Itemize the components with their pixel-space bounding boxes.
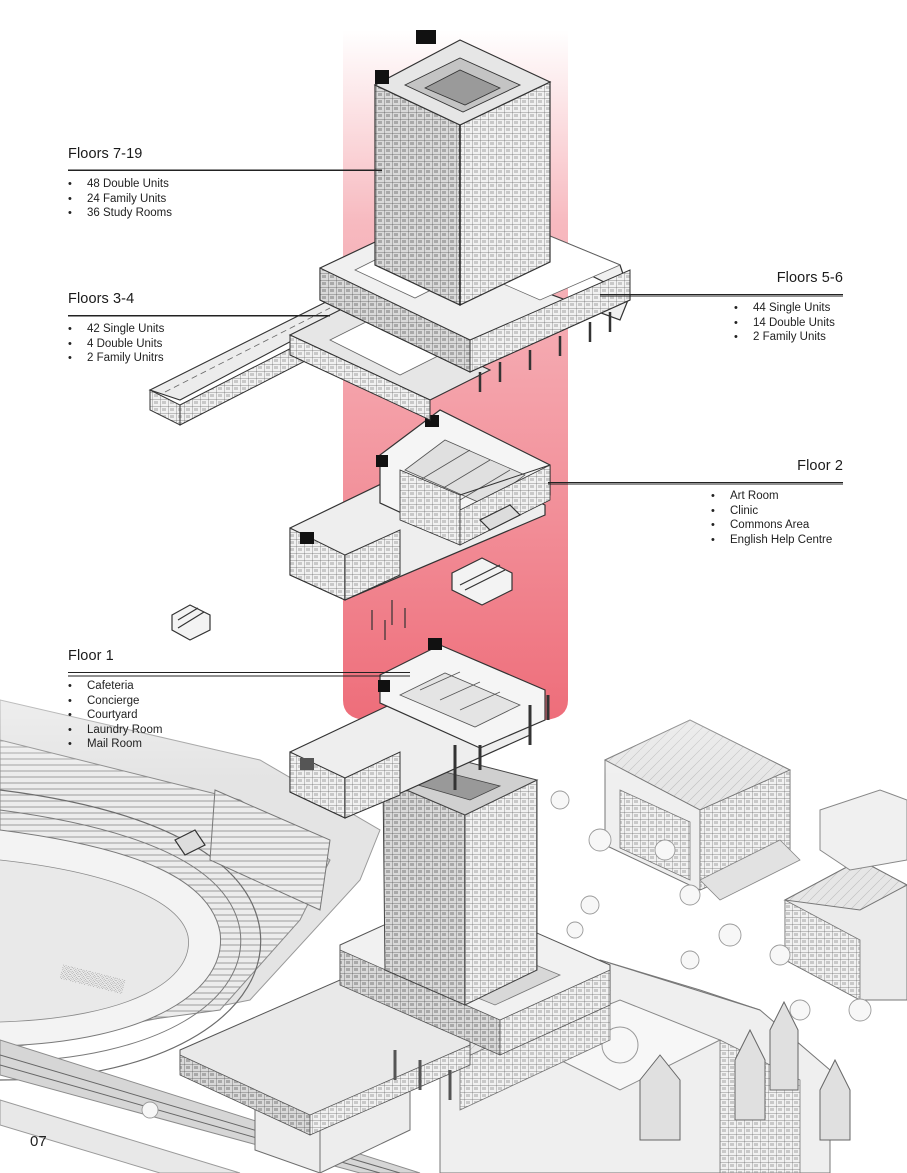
callout-list: 48 Double Units 24 Family Units 36 Study… (68, 177, 382, 221)
list-item: 2 Family Units (734, 330, 843, 345)
list-item: Laundry Room (68, 723, 410, 738)
list-item: 2 Family Unitrs (68, 351, 330, 366)
callout-list: 42 Single Units 4 Double Units 2 Family … (68, 322, 330, 366)
floors-7-19-tower (373, 30, 552, 306)
trees (141, 790, 872, 1119)
callout-title: Floors 5-6 (776, 270, 843, 286)
callout-floors-7-19: Floors 7-19 48 Double Units 24 Family Un… (68, 146, 382, 221)
callout-rule (68, 672, 410, 673)
list-item: 48 Double Units (68, 177, 382, 192)
list-item: 42 Single Units (68, 322, 330, 337)
callout-floors-3-4: Floors 3-4 42 Single Units 4 Double Unit… (68, 291, 330, 366)
callout-floors-5-6: Floors 5-6 44 Single Units 14 Double Uni… (600, 270, 843, 345)
callout-list: 44 Single Units 14 Double Units 2 Family… (734, 301, 843, 345)
list-item: 14 Double Units (734, 316, 843, 331)
list-item: 4 Double Units (68, 337, 330, 352)
list-item: Art Room (711, 489, 843, 504)
callout-title: Floor 2 (797, 458, 843, 474)
page-number: 07 (30, 1133, 47, 1150)
list-item: English Help Centre (711, 533, 843, 548)
list-item: Clinic (711, 504, 843, 519)
callout-rule (68, 170, 382, 171)
list-item: 36 Study Rooms (68, 206, 382, 221)
list-item: Commons Area (711, 518, 843, 533)
callout-list: Cafeteria Concierge Courtyard Laundry Ro… (68, 679, 410, 752)
callout-title: Floors 3-4 (68, 291, 135, 307)
list-item: 24 Family Units (68, 192, 382, 207)
callout-title: Floor 1 (68, 648, 114, 664)
callout-list: Art Room Clinic Commons Area English Hel… (711, 489, 843, 547)
floating-stair-cores (171, 504, 522, 856)
callout-rule (548, 482, 843, 483)
callout-floor-2: Floor 2 Art Room Clinic Commons Area Eng… (548, 458, 843, 547)
assembled-tower (179, 754, 611, 1136)
stadium: ░░░░░░░ (0, 699, 381, 1081)
callout-title: Floors 7-19 (68, 146, 143, 162)
floor-1-plate (289, 638, 550, 819)
list-item: 44 Single Units (734, 301, 843, 316)
list-item: Cafeteria (68, 679, 410, 694)
callout-rule (68, 315, 330, 316)
list-item: Concierge (68, 694, 410, 709)
list-item: Mail Room (68, 737, 410, 752)
list-item: Courtyard (68, 708, 410, 723)
callout-floor-1: Floor 1 Cafeteria Concierge Courtyard La… (68, 648, 410, 752)
callout-rule (600, 294, 843, 295)
